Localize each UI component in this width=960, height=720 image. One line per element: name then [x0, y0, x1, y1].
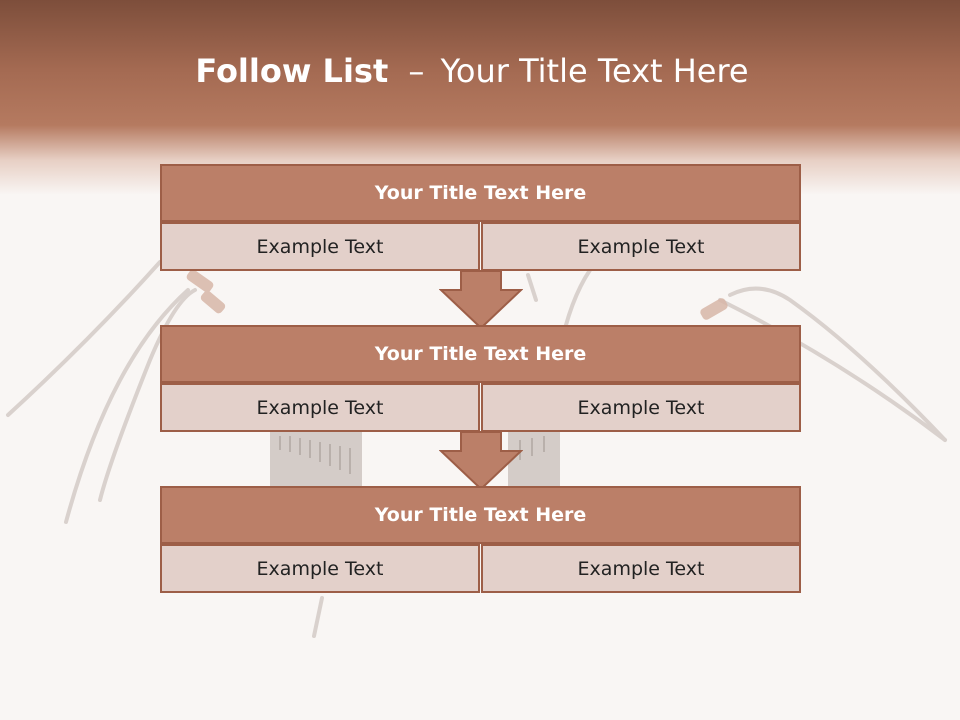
- follow-block-3: Your Title Text Here Example Text Exampl…: [160, 486, 801, 594]
- block-title: Your Title Text Here: [160, 164, 801, 222]
- down-arrow-icon: [439, 270, 523, 330]
- slide-title-bold: Follow List: [195, 52, 389, 90]
- block-cell-left: Example Text: [160, 222, 480, 271]
- follow-block-2: Your Title Text Here Example Text Exampl…: [160, 325, 801, 433]
- block-title: Your Title Text Here: [160, 486, 801, 544]
- block-cell-left: Example Text: [160, 544, 480, 593]
- block-cell-right: Example Text: [481, 544, 801, 593]
- block-cell-left: Example Text: [160, 383, 480, 432]
- block-cell-right: Example Text: [481, 383, 801, 432]
- slide-title: Follow List – Your Title Text Here: [0, 52, 952, 90]
- slide-title-separator: –: [408, 52, 425, 90]
- block-title: Your Title Text Here: [160, 325, 801, 383]
- follow-block-1: Your Title Text Here Example Text Exampl…: [160, 164, 801, 272]
- slide-title-rest: Your Title Text Here: [440, 52, 749, 90]
- down-arrow-icon: [439, 431, 523, 491]
- block-cell-right: Example Text: [481, 222, 801, 271]
